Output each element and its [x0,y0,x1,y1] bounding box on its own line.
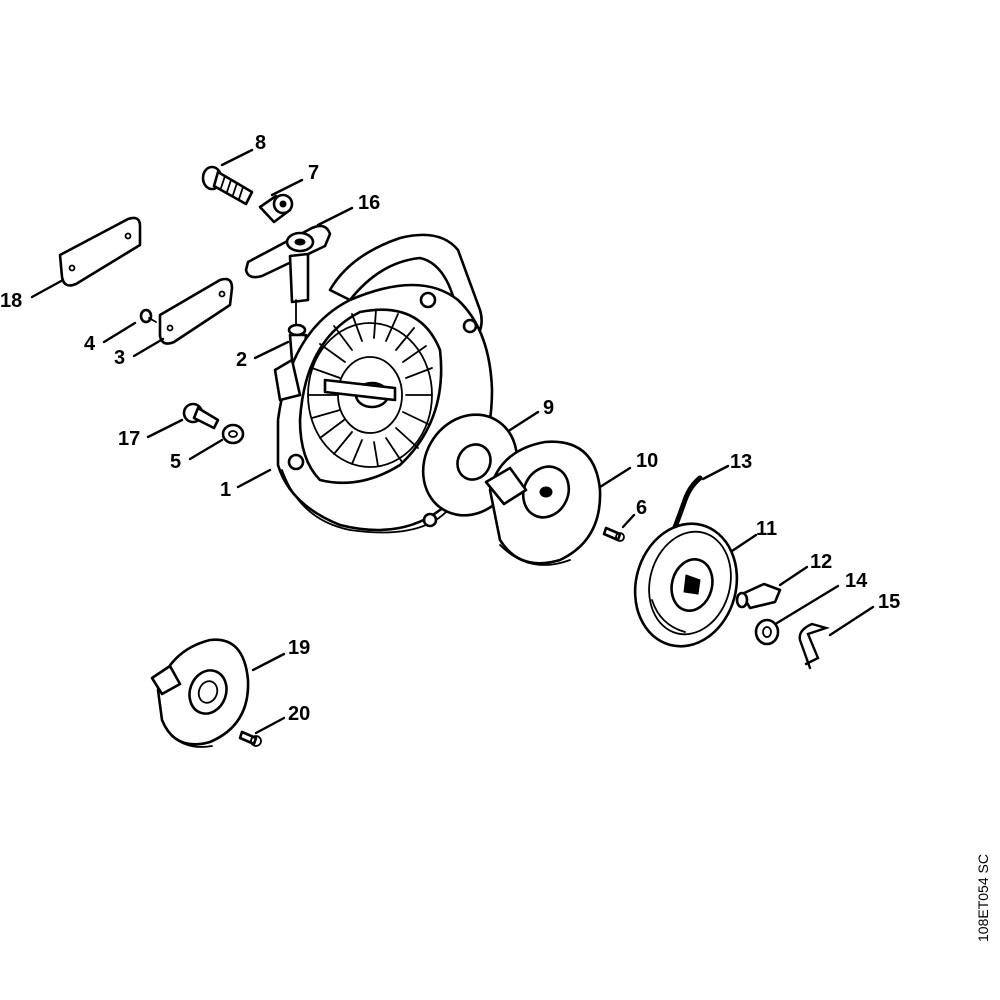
callout-8: 8 [255,132,266,154]
leader-lines [30,148,875,735]
part-7-sleeve[interactable] [258,193,294,224]
callout-10: 10 [636,450,658,472]
part-3-plate[interactable] [158,277,234,345]
part-10-rope-rotor[interactable] [484,440,602,566]
callout-4: 4 [84,333,96,355]
callout-15: 15 [878,591,900,613]
callout-6: 6 [636,497,647,519]
part-18-cover-plate[interactable] [58,216,142,287]
part-6-screw[interactable] [602,526,625,542]
callout-14: 14 [845,570,868,592]
callout-12: 12 [810,551,832,573]
callout-3: 3 [114,347,125,369]
callout-5: 5 [170,451,181,473]
callout-20: 20 [288,703,310,725]
callout-9: 9 [543,397,554,419]
callout-13: 13 [730,451,752,473]
callout-17: 17 [118,428,140,450]
part-5-collar-screw[interactable] [221,423,245,445]
part-20-screw[interactable] [238,730,262,747]
part-8-screw[interactable] [201,165,254,206]
callout-19: 19 [288,637,310,659]
fan-impeller [307,309,433,468]
reference-code: 108ET054 SC [975,854,991,942]
callout-16: 16 [358,192,380,214]
callout-1: 1 [220,479,231,501]
part-17-bolt[interactable] [182,402,220,430]
part-15-spring-clip[interactable] [798,622,831,670]
part-12-pawl[interactable] [735,582,782,610]
part-2-rope-guide[interactable] [287,299,308,362]
part-16-starter-grip[interactable] [244,224,332,304]
callout-2: 2 [236,349,247,371]
callout-18: 18 [0,290,22,312]
part-14-washer[interactable] [754,618,780,646]
callout-7: 7 [308,162,319,184]
part-19-ratchet-cover[interactable] [150,638,250,748]
part-11-spring-housing[interactable] [622,512,751,658]
part-4-small-screw[interactable] [139,308,157,324]
callout-11: 11 [756,518,777,540]
